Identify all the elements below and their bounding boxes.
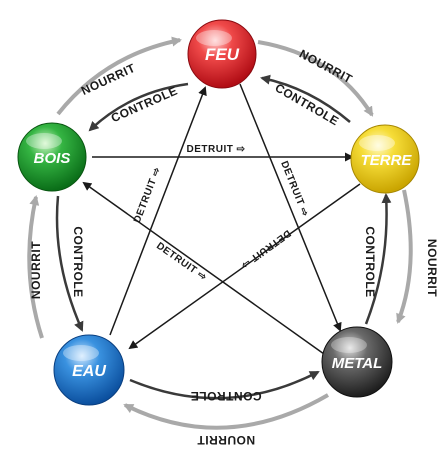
node-metal-sphere xyxy=(321,326,393,398)
label-detruit-bois-terre: DETRUIT ⇨ xyxy=(187,144,246,155)
node-eau-label: EAU xyxy=(72,363,106,380)
node-metal: METAL xyxy=(321,326,393,398)
label-nourrit-terre-metal: NOURRIT xyxy=(425,239,439,297)
node-bois-sphere xyxy=(17,122,87,192)
arc-bois-feu xyxy=(56,36,182,116)
node-feu-sphere xyxy=(187,19,257,89)
detruit-labels: DETRUIT ⇨ DETRUIT ⇨ DETRUIT ⇨ DETRUIT ⇨ … xyxy=(132,144,311,283)
arc-bois-eau xyxy=(55,195,84,332)
arc-terre-metal xyxy=(396,189,413,324)
node-eau-sphere xyxy=(53,334,125,406)
line-metal-bois xyxy=(82,181,325,355)
node-feu-label: FEU xyxy=(205,45,240,64)
node-bois-label: BOIS xyxy=(34,150,71,167)
detruit-lines xyxy=(82,83,361,355)
label-controle-feu-bois: CONTROLE xyxy=(109,83,180,125)
arc-eau-bois xyxy=(27,195,44,339)
label-nourrit-eau-bois: NOURRIT xyxy=(29,241,43,299)
arc-metal-terre xyxy=(364,193,392,325)
arc-feu-bois xyxy=(88,82,189,132)
label-detruit-terre-eau: DETRUIT ⇨ xyxy=(238,227,292,271)
node-terre-label: TERRE xyxy=(361,152,413,169)
label-controle-eau-metal: CONTROLE xyxy=(190,389,261,403)
label-controle-metal-terre: CONTROLE xyxy=(363,226,377,297)
arc-metal-eau xyxy=(123,393,330,430)
node-feu: FEU xyxy=(187,19,257,89)
line-feu-metal xyxy=(239,83,342,332)
node-bois: BOIS xyxy=(17,122,87,192)
node-terre-sphere xyxy=(350,124,420,194)
nourrit-arcs xyxy=(27,36,413,430)
label-controle-bois-eau: CONTROLE xyxy=(71,226,85,297)
node-eau: EAU xyxy=(53,334,125,406)
arc-feu-terre xyxy=(257,40,374,117)
label-detruit-metal-bois: DETRUIT ⇨ xyxy=(154,241,209,284)
arc-eau-metal xyxy=(129,370,320,400)
line-terre-eau xyxy=(128,183,361,350)
label-nourrit-feu-terre: NOURRIT xyxy=(297,47,355,87)
controle-arcs xyxy=(55,74,392,400)
label-nourrit-metal-eau: NOURRIT xyxy=(197,433,255,447)
line-eau-feu xyxy=(109,86,207,336)
label-detruit-eau-feu: DETRUIT ⇨ xyxy=(132,165,163,224)
node-terre: TERRE xyxy=(350,124,420,194)
arc-terre-feu xyxy=(260,74,351,123)
node-metal-label: METAL xyxy=(332,355,383,372)
label-controle-terre-feu: CONTROLE xyxy=(273,81,342,129)
